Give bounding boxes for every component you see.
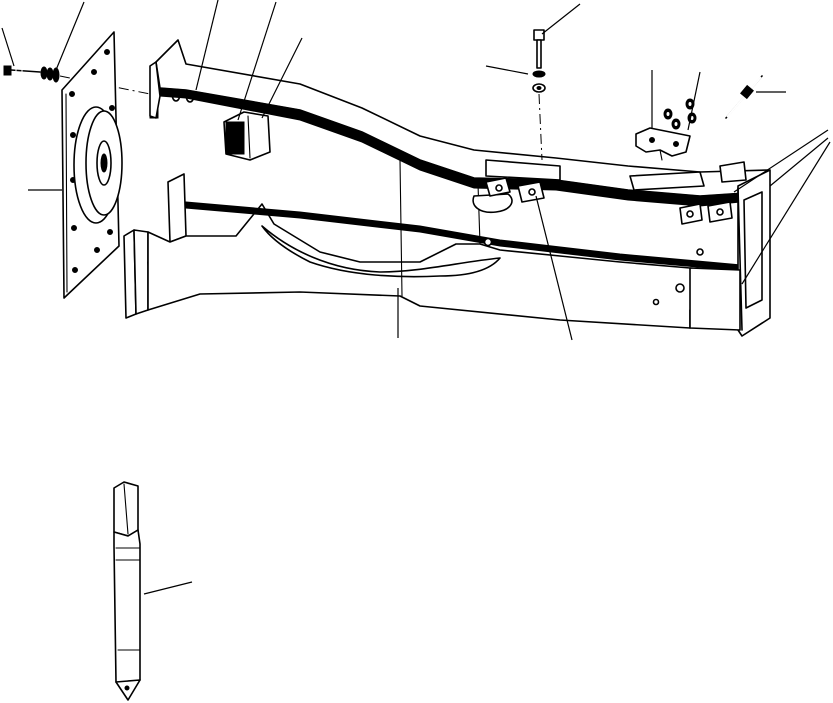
nut-pair (663, 98, 697, 130)
main-frame (123, 159, 753, 329)
clamp-block (635, 127, 691, 161)
washer-top (532, 70, 546, 93)
centerline-left (59, 75, 161, 97)
stud-bolt (725, 75, 763, 119)
leader-lines (1, 0, 831, 595)
wear-pad-block (223, 111, 271, 161)
pin (113, 481, 141, 701)
cap-screw-left (3, 65, 41, 76)
rear-end-assembly (689, 161, 771, 337)
centerline-top (538, 93, 543, 161)
rear-wear-pads (485, 159, 733, 225)
washer-set-left (40, 66, 60, 83)
mounting-plate (61, 31, 123, 299)
cap-screw-top (533, 29, 545, 69)
